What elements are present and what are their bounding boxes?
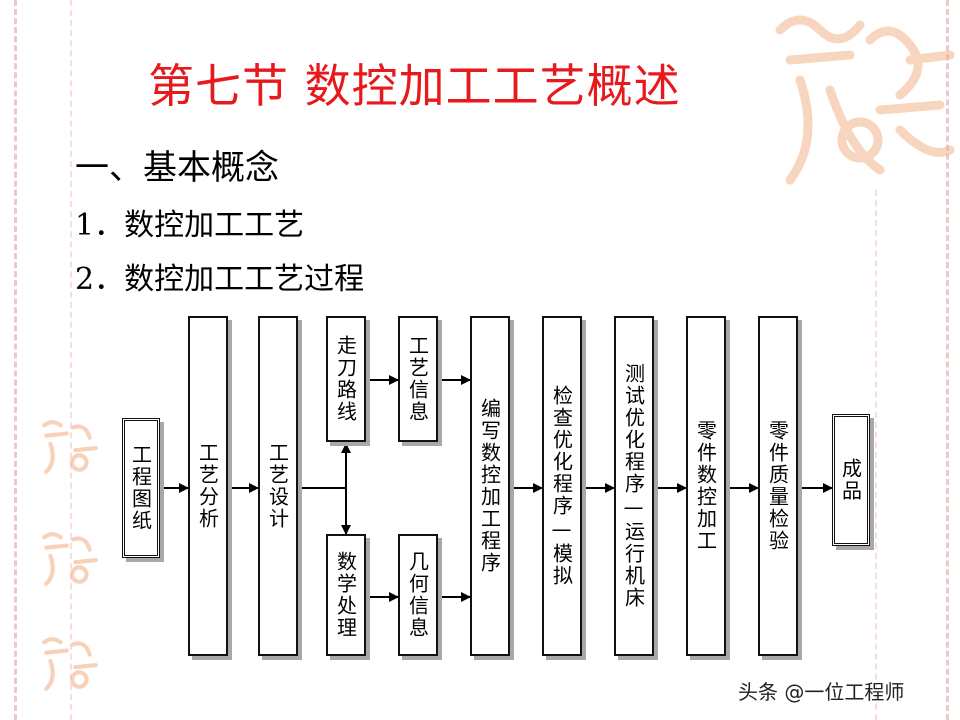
node-label: 成品 — [838, 458, 863, 502]
node-math-processing: 数学处理 — [326, 534, 366, 656]
node-label: 编写数控加工程序 — [477, 398, 502, 574]
node-process-design: 工艺设计 — [258, 316, 298, 656]
node-test-run: 测试优化程序—运行机床 — [614, 316, 654, 656]
subheading-1: 1．数控加工工艺 — [75, 208, 305, 243]
node-quality-inspection: 零件质量检验 — [758, 316, 798, 656]
node-label: 几何信息 — [405, 551, 430, 639]
node-process-info: 工艺信息 — [398, 316, 438, 442]
node-label: 零件数控加工 — [693, 420, 718, 552]
node-part-machining: 零件数控加工 — [686, 316, 726, 656]
node-label: 测试优化程序—运行机床 — [621, 363, 646, 609]
left-dashed-border — [14, 0, 17, 720]
page-title: 第七节 数控加工工艺概述 — [148, 59, 681, 113]
node-label: 工艺设计 — [265, 442, 290, 530]
right-dashed-guide — [875, 190, 877, 720]
node-label: 工艺信息 — [405, 335, 430, 423]
node-label: 工艺分析 — [195, 442, 220, 530]
node-label: 走刀路线 — [333, 335, 358, 423]
node-label: 零件质量检验 — [765, 420, 790, 552]
node-write-program: 编写数控加工程序 — [470, 316, 510, 656]
node-finished-product: 成品 — [832, 414, 870, 546]
section-heading: 一、基本概念 — [75, 148, 279, 188]
node-label: 数学处理 — [333, 551, 358, 639]
node-process-analysis: 工艺分析 — [188, 316, 228, 656]
seal-logo-icon — [42, 420, 98, 474]
right-dashed-border — [946, 0, 949, 720]
seal-logo-icon — [775, 15, 955, 185]
footer-watermark: 头条 @一位工程师 — [738, 680, 905, 704]
node-label: 工程图纸 — [128, 444, 153, 532]
node-drawing: 工程图纸 — [122, 418, 160, 558]
seal-logo-icon — [42, 532, 98, 586]
subheading-2: 2．数控加工工艺过程 — [75, 262, 365, 297]
node-check-simulate: 检查优化程序—模拟 — [542, 316, 582, 656]
node-tool-path: 走刀路线 — [326, 316, 366, 442]
node-geometry-info: 几何信息 — [398, 534, 438, 656]
seal-logo-icon — [42, 637, 98, 691]
left-dashed-guide — [70, 0, 72, 720]
node-label: 检查优化程序—模拟 — [549, 385, 574, 587]
